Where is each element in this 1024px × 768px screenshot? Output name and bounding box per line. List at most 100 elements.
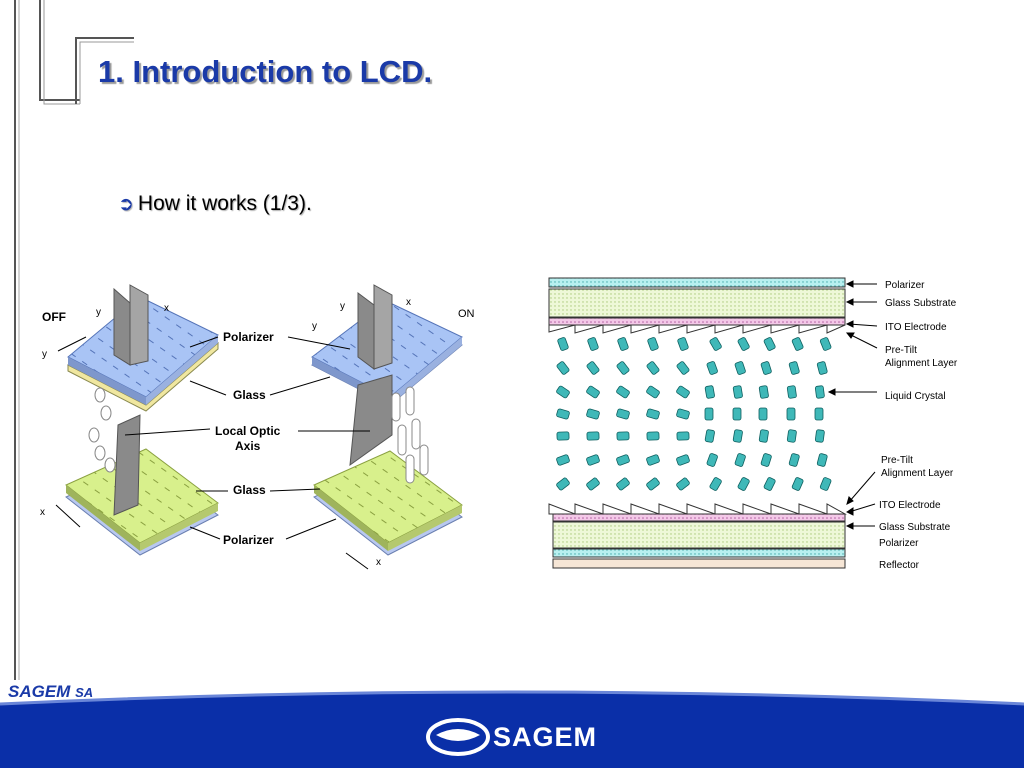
lc-molecule bbox=[734, 361, 746, 375]
lc-molecule bbox=[556, 408, 570, 420]
bullet-text: How it works (1/3). bbox=[137, 192, 312, 215]
off-axis-x-bottom: x bbox=[40, 507, 45, 518]
lc-molecule bbox=[556, 454, 570, 466]
on-axis-y-left: y bbox=[312, 321, 317, 332]
on-lc-molecules bbox=[391, 386, 429, 484]
lc-molecule bbox=[788, 361, 800, 375]
lc-molecule bbox=[646, 361, 660, 375]
leader-lines bbox=[124, 336, 370, 540]
lc-molecule bbox=[616, 454, 630, 466]
lcd-cross-section-diagram: Polarizer Glass Substrate ITO Electrode … bbox=[548, 277, 958, 571]
footer-logo-text: SAGEM bbox=[493, 722, 598, 752]
lc-molecule bbox=[617, 337, 629, 351]
ito-bottom-layer bbox=[552, 513, 846, 522]
lc-molecule bbox=[586, 431, 600, 441]
lc-molecule bbox=[814, 385, 825, 399]
label-polarizer-bottom: Polarizer bbox=[223, 533, 274, 547]
lc-molecule bbox=[704, 385, 715, 399]
lc-molecule bbox=[816, 453, 828, 467]
lc-molecule bbox=[676, 385, 690, 399]
lc-molecule bbox=[758, 429, 769, 443]
lc-molecule bbox=[814, 407, 824, 421]
lc-molecule bbox=[646, 385, 660, 399]
lc-molecule bbox=[763, 477, 776, 491]
sagem-logo-icon bbox=[426, 718, 490, 756]
label-glass-bottom: Glass bbox=[233, 483, 266, 497]
lc-molecule bbox=[556, 477, 570, 491]
lc-molecule bbox=[676, 408, 690, 420]
on-light-sheet bbox=[349, 374, 393, 467]
slide-title: 1. Introduction to LCD. bbox=[98, 54, 433, 89]
bullet-item: ➲How it works (1/3). bbox=[118, 192, 312, 216]
rlabel-reflector: Reflector bbox=[879, 560, 920, 571]
rlabel-polarizer-top: Polarizer bbox=[885, 280, 925, 291]
lc-molecule bbox=[646, 431, 660, 441]
lc-molecule bbox=[732, 385, 743, 399]
reflector-layer bbox=[552, 558, 846, 569]
liquid-crystal-molecules bbox=[556, 337, 832, 491]
lc-molecule bbox=[786, 385, 797, 399]
lc-molecule bbox=[758, 385, 769, 399]
lc-molecule bbox=[586, 361, 600, 375]
footer-company-text: SAGEM bbox=[8, 682, 71, 701]
lc-molecule bbox=[646, 408, 660, 420]
rlabel-pretilt-top-1: Pre-Tilt bbox=[885, 345, 917, 356]
label-axis: Axis bbox=[235, 439, 261, 453]
lc-molecule bbox=[758, 407, 768, 421]
lc-molecule bbox=[704, 407, 714, 421]
rlabel-ito-top: ITO Electrode bbox=[885, 322, 947, 333]
bullet-arrow-icon: ➲ bbox=[118, 194, 134, 215]
footer-company-name: SAGEM SA bbox=[8, 682, 93, 702]
lc-molecule bbox=[556, 361, 570, 375]
lc-molecule bbox=[704, 429, 715, 443]
lc-molecule bbox=[616, 361, 630, 375]
footer-company-suffix: SA bbox=[75, 685, 94, 700]
lc-molecule bbox=[791, 477, 804, 491]
lc-molecule bbox=[737, 337, 750, 351]
off-bottom-plate bbox=[65, 448, 219, 556]
polarizer-top-layer bbox=[548, 277, 846, 288]
label-glass-top: Glass bbox=[233, 388, 266, 402]
lc-molecule bbox=[586, 477, 600, 491]
on-axis-x-top: x bbox=[406, 297, 411, 308]
lc-molecule bbox=[709, 477, 722, 491]
corner-bracket-decoration bbox=[39, 0, 134, 105]
lc-molecule bbox=[556, 431, 570, 441]
lc-molecule bbox=[557, 337, 569, 351]
lc-molecule bbox=[676, 361, 690, 375]
rlabel-glass-substrate-bottom: Glass Substrate bbox=[879, 522, 951, 533]
ito-top-layer bbox=[548, 317, 846, 326]
lc-molecule bbox=[819, 477, 832, 491]
rlabel-liquid-crystal: Liquid Crystal bbox=[885, 391, 946, 402]
label-local-optic: Local Optic bbox=[215, 424, 281, 438]
off-axis-y-left: y bbox=[42, 349, 47, 360]
lc-molecule bbox=[676, 431, 690, 441]
rlabel-ito-bottom: ITO Electrode bbox=[879, 500, 941, 511]
lc-molecule bbox=[587, 337, 599, 351]
lc-molecule bbox=[647, 337, 659, 351]
lc-molecule bbox=[676, 477, 690, 491]
footer-band bbox=[0, 690, 1024, 768]
left-edge-line bbox=[14, 0, 20, 680]
on-axis-x-bottom: x bbox=[376, 557, 381, 568]
pretilt-bottom-teeth bbox=[548, 503, 847, 515]
lc-molecule bbox=[616, 431, 630, 441]
lc-molecule bbox=[616, 477, 630, 491]
lc-molecule bbox=[791, 337, 804, 351]
lc-molecule bbox=[814, 429, 825, 443]
rlabel-pretilt-top-2: Alignment Layer bbox=[885, 358, 958, 369]
off-axis-y-top: y bbox=[96, 307, 101, 318]
lc-molecule bbox=[646, 454, 660, 466]
lc-molecule bbox=[788, 453, 800, 467]
lc-molecule bbox=[677, 337, 689, 351]
lc-molecule bbox=[760, 453, 772, 467]
on-state-label: ON bbox=[458, 308, 475, 320]
lc-molecule bbox=[819, 337, 832, 351]
on-bottom-plate bbox=[313, 450, 463, 556]
lc-molecule bbox=[646, 477, 660, 491]
rlabel-pretilt-bottom-1: Pre-Tilt bbox=[881, 455, 913, 466]
lc-molecule bbox=[816, 361, 828, 375]
lc-molecule bbox=[676, 454, 690, 466]
lc-molecule bbox=[616, 408, 630, 420]
lc-molecule bbox=[709, 337, 722, 351]
